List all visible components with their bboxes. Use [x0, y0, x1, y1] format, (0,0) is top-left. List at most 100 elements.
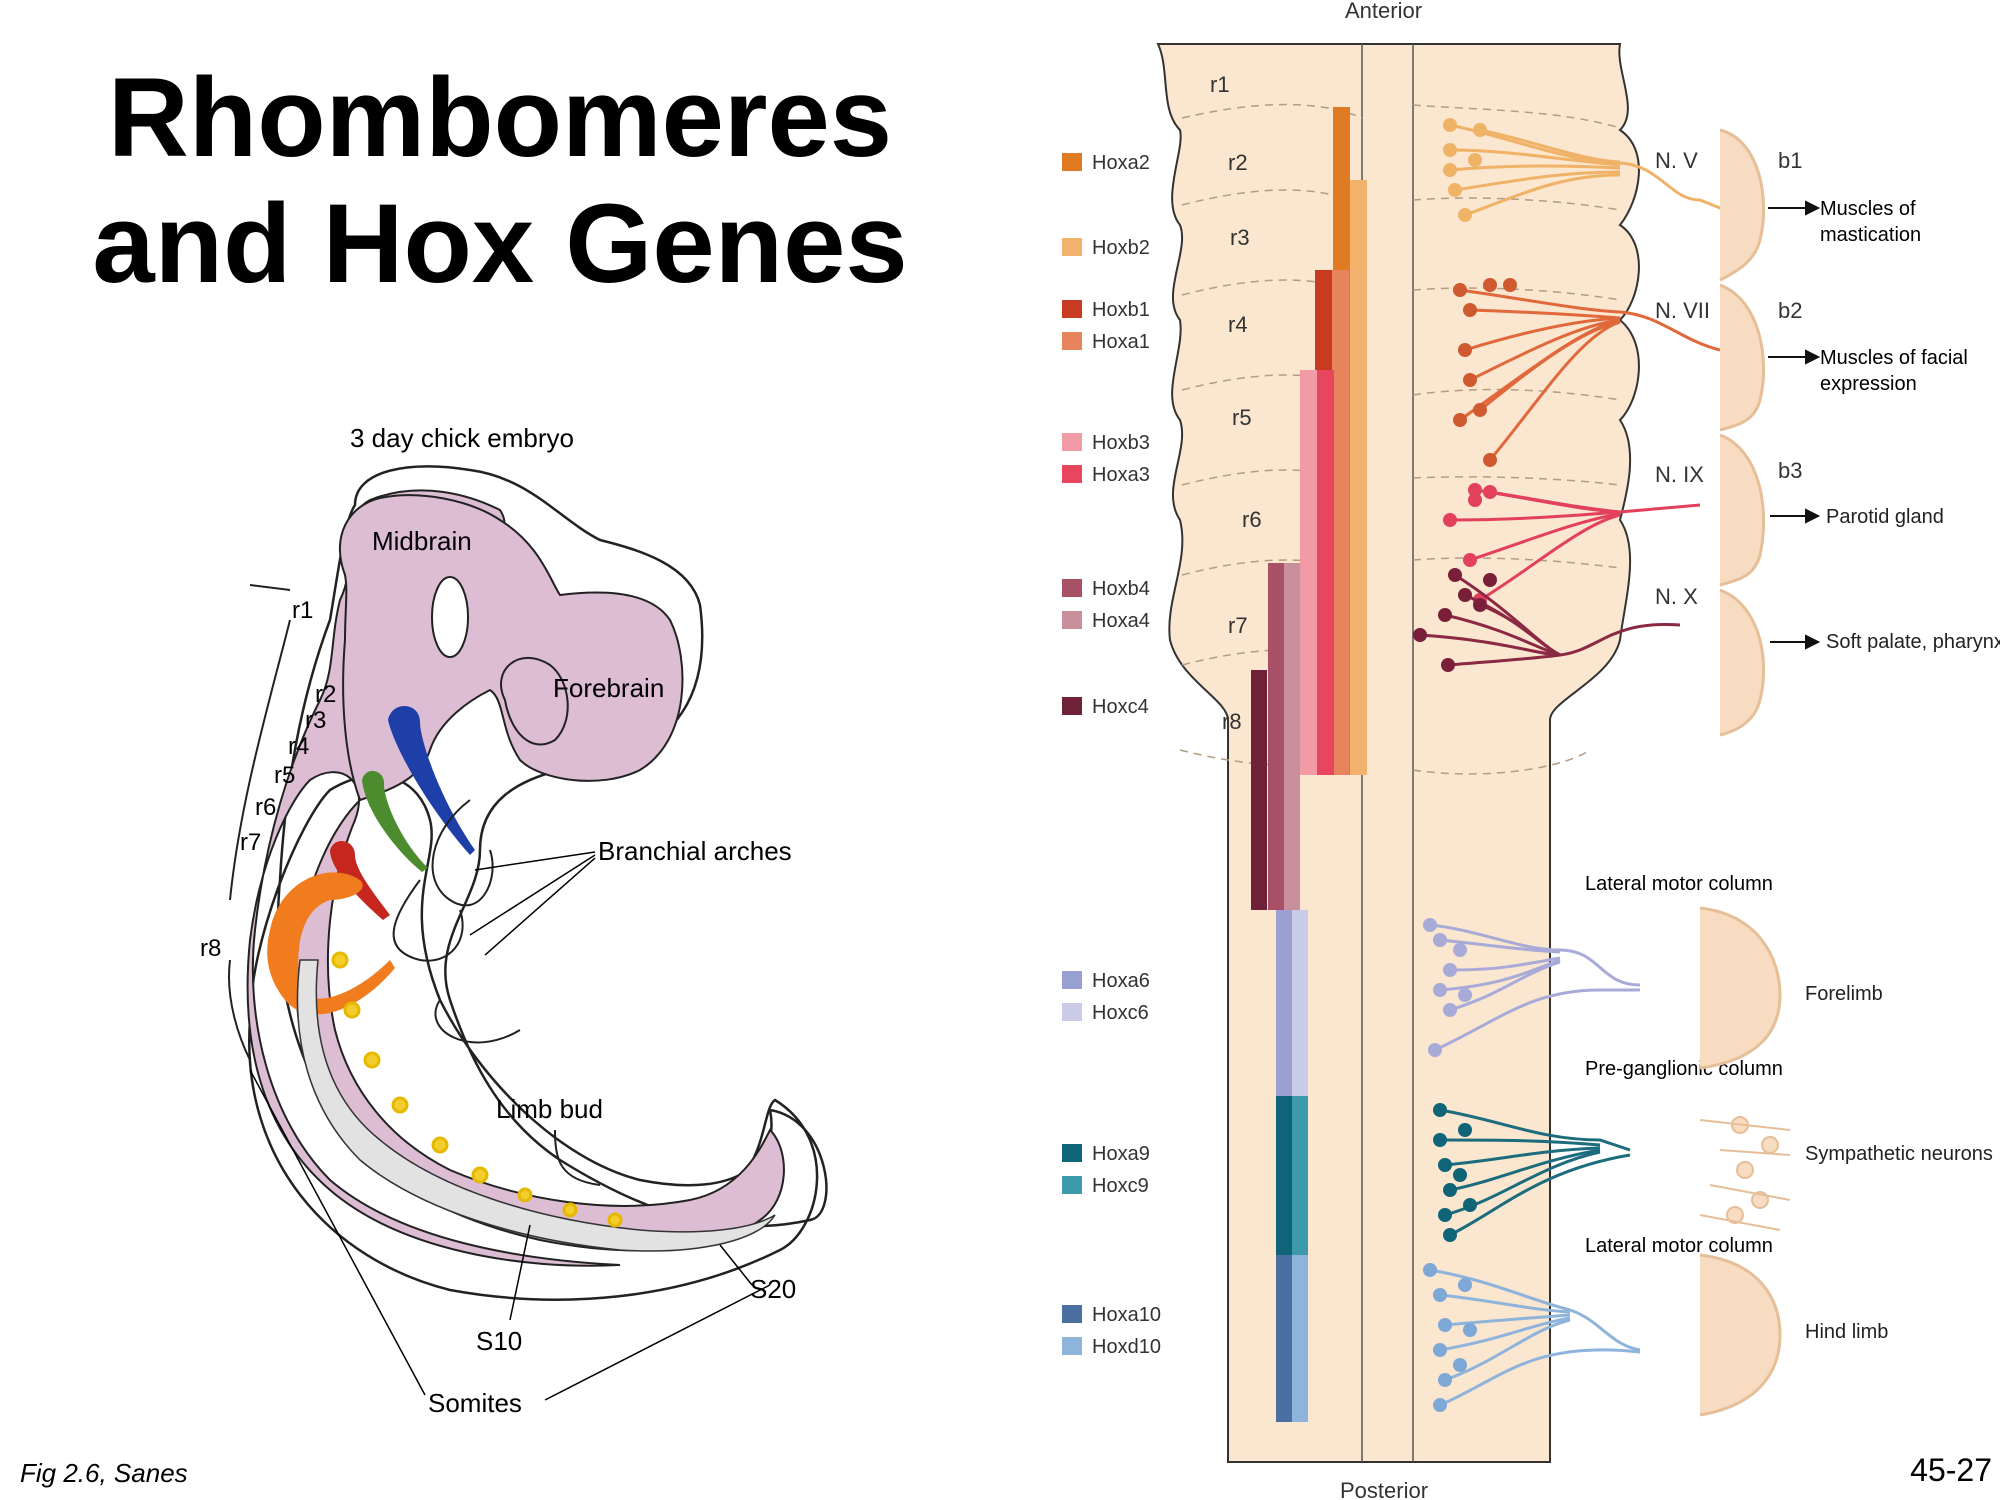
branchial-arch-outline: [392, 799, 521, 1044]
forelimb-motor-fan: [1429, 923, 1641, 1052]
rhombomere-r3: r3: [305, 707, 326, 734]
arch-label-b1: b1: [1778, 148, 1802, 173]
legend-swatch-hoxa3: [1062, 465, 1082, 483]
rhombomere-r6: r6: [255, 794, 276, 821]
hindlimb-shape: [1699, 1253, 1782, 1417]
limb-bud-pointer: [554, 1129, 601, 1186]
legend-swatch-hoxb1: [1062, 300, 1082, 318]
segment-r8: r8: [1222, 709, 1242, 734]
expression-bar-hoxa9: [1276, 1096, 1292, 1255]
title-line-2: and Hox Genes: [92, 181, 908, 306]
expression-bars: [1251, 107, 1367, 1422]
column-label-lateral-1: Lateral motor column: [1585, 873, 1773, 895]
legend-label-hoxb3: Hoxb3: [1092, 432, 1150, 454]
target-soft-palate: Soft palate, pharynx: [1826, 631, 2000, 653]
arch-bracket-b2: [1719, 283, 1766, 432]
midbrain-region: [339, 494, 684, 802]
sympathetic-neurons-shape: [1699, 1116, 1791, 1231]
neural-tube: [1156, 43, 1640, 1463]
hox-legend: Hoxa2Hoxb2Hoxb1Hoxa1Hoxb3Hoxa3Hoxb4Hoxa4…: [1062, 152, 1161, 1358]
s10-label: S10: [476, 1326, 522, 1356]
title-line-1: Rhombomeres: [107, 55, 893, 180]
arch-label-b2: b2: [1778, 298, 1802, 323]
expression-bar-hoxb4: [1268, 563, 1284, 910]
column-label-preganglionic: Pre-ganglionic column: [1585, 1058, 1783, 1080]
legend-label-hoxc6: Hoxc6: [1092, 1002, 1149, 1024]
limb-bud-label: Limb bud: [496, 1094, 603, 1124]
s20-pointer: [719, 1244, 753, 1286]
arch-pointer-3: [484, 857, 596, 956]
spinal-ganglia: [331, 951, 623, 1228]
legend-label-hoxc9: Hoxc9: [1092, 1175, 1149, 1197]
rhombomere-r4: r4: [288, 733, 309, 760]
legend-label-hoxa4: Hoxa4: [1092, 610, 1150, 632]
page-title: Rhombomeres and Hox Genes: [40, 55, 960, 307]
expression-bar-hoxa10: [1276, 1255, 1292, 1422]
segment-r5: r5: [1232, 405, 1252, 430]
legend-swatch-hoxc4: [1062, 697, 1082, 715]
target-text-line-2: mastication: [1820, 224, 1921, 246]
arch-bracket-b1: [1719, 128, 1766, 282]
rhombomere-r1: r1: [292, 597, 313, 624]
legend-swatch-hoxa1: [1062, 332, 1082, 350]
embryo-caption: 3 day chick embryo: [350, 423, 574, 453]
expression-bar-hoxc4: [1251, 670, 1267, 910]
branchial-arches-label: Branchial arches: [598, 836, 792, 866]
legend-swatch-hoxa10: [1062, 1305, 1082, 1323]
nerve-fan-x: [1419, 573, 1681, 667]
expression-bar-hoxc9: [1292, 1096, 1308, 1255]
nerve-fan-vii: [1459, 288, 1721, 461]
legend-swatch-hoxa4: [1062, 611, 1082, 629]
somites-label: Somites: [428, 1388, 522, 1418]
legend-label-hoxb1: Hoxb1: [1092, 299, 1150, 321]
expression-bar-hoxd10: [1292, 1255, 1308, 1422]
trigeminal-ganglion: [388, 705, 475, 855]
nerve-fan-ix: [1449, 488, 1701, 602]
legend-swatch-hoxb4: [1062, 579, 1082, 597]
target-facial-text: Muscles of facial: [1820, 347, 1968, 369]
expression-bar-hoxc6: [1292, 910, 1308, 1096]
facial-ganglion: [362, 770, 428, 872]
midbrain-ventricle: [431, 576, 469, 658]
target-text-line-2: expression: [1820, 373, 1917, 395]
expression-bar-hoxa4: [1284, 563, 1300, 910]
hindlimb-motor-fan: [1429, 1268, 1641, 1407]
posterior-label: Posterior: [1340, 1478, 1428, 1500]
legend-swatch-hoxa6: [1062, 971, 1082, 989]
nerve-label-x: N. X: [1655, 584, 1698, 609]
target-parotid: Parotid gland: [1826, 506, 1944, 528]
segment-r7: r7: [1228, 613, 1248, 638]
anterior-label: Anterior: [1345, 0, 1422, 23]
legend-label-hoxa6: Hoxa6: [1092, 970, 1150, 992]
segment-r1: r1: [1210, 72, 1230, 97]
target-arrows: [1768, 200, 1821, 650]
nerve-label-ix: N. IX: [1655, 462, 1704, 487]
preganglionic-fan: [1439, 1108, 1631, 1237]
somites-column: [296, 959, 776, 1252]
expression-bar-hoxb2: [1350, 180, 1367, 775]
legend-label-hoxc4: Hoxc4: [1092, 696, 1149, 718]
page-number: 45-27: [1910, 1452, 1992, 1488]
spinal-target-hindlimb: Hind limb: [1805, 1321, 1888, 1343]
legend-label-hoxa1: Hoxa1: [1092, 331, 1150, 353]
legend-swatch-hoxb2: [1062, 238, 1082, 256]
rhombomere-r2: r2: [315, 681, 336, 708]
legend-swatch-hoxa9: [1062, 1144, 1082, 1162]
expression-bar-hoxa6: [1276, 910, 1292, 1096]
forelimb-shape: [1699, 906, 1782, 1070]
s20-label: S20: [750, 1274, 796, 1304]
segment-r3: r3: [1230, 225, 1250, 250]
legend-label-hoxb4: Hoxb4: [1092, 578, 1150, 600]
s10-pointer: [509, 1224, 531, 1321]
legend-label-hoxa3: Hoxa3: [1092, 464, 1150, 486]
figure-credit: Fig 2.6, Sanes: [20, 1458, 188, 1488]
legend-swatch-hoxc6: [1062, 1003, 1082, 1021]
expression-bar-hoxa1: [1332, 270, 1349, 775]
rhombomere-bracket: [228, 584, 291, 1061]
expression-bar-hoxb3: [1300, 370, 1317, 775]
rhombomere-r7: r7: [240, 829, 261, 856]
segment-r6: r6: [1242, 507, 1262, 532]
arch-bracket-b3: [1719, 433, 1766, 587]
nerve-fan-x-cells: [1413, 568, 1497, 672]
